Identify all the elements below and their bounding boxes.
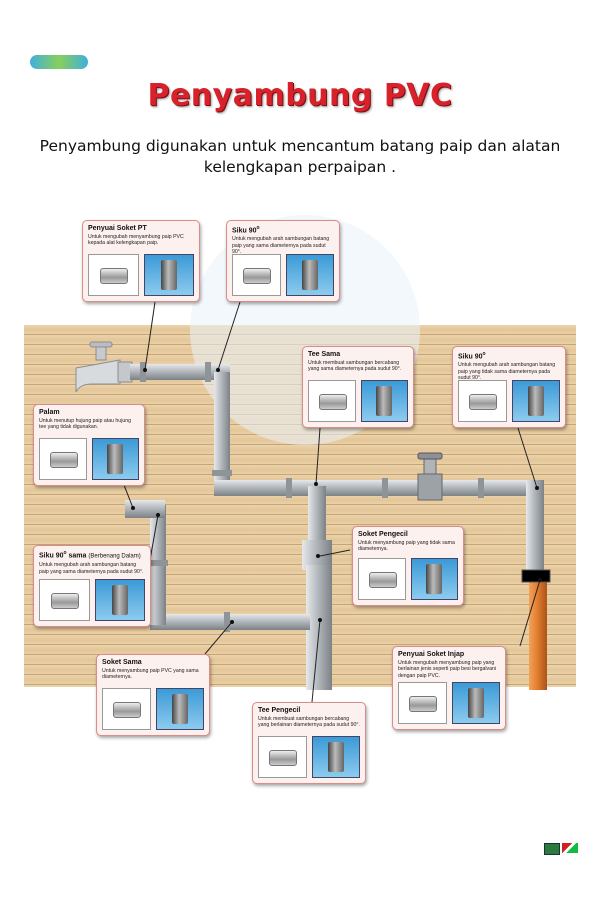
fitting-photo <box>88 254 139 296</box>
valve-icon <box>417 452 443 501</box>
joint-markers <box>131 368 542 624</box>
fitting-drawing <box>410 558 458 600</box>
card-title: Palam <box>39 409 60 416</box>
fitting-photo <box>458 380 507 422</box>
fitting-photo <box>398 682 447 724</box>
fitting-drawing <box>360 380 408 422</box>
card-siku-90-top: Siku 90o Untuk mengubah arah sambungan b… <box>226 220 340 302</box>
card-description: Untuk menutup hujung paip atau hujung te… <box>39 418 132 431</box>
fitting-photo <box>358 558 406 600</box>
card-description: Untuk menyambung paip yang tidak sama di… <box>358 540 455 553</box>
pipe-tee-down <box>308 486 326 546</box>
card-siku-90-right: Siku 90o Untuk mengubah arah sambungan b… <box>452 346 566 428</box>
pipe-joints <box>140 362 484 632</box>
fitting-drawing <box>143 254 194 296</box>
card-description: Untuk mengubah arah sambungan batang pai… <box>232 236 330 256</box>
faucet-icon <box>75 341 133 393</box>
pipe-orange <box>529 578 547 690</box>
card-title: Siku 90o <box>458 351 486 361</box>
card-title: Tee Pengecil <box>258 707 301 714</box>
card-title: Siku 90o <box>232 225 260 235</box>
fitting-photo <box>39 579 90 621</box>
fitting-photo <box>258 736 307 778</box>
card-description: Untuk mengubah arah sambungan batang pai… <box>458 362 556 382</box>
card-description: Untuk mengubah menyambung paip yang berl… <box>398 660 497 679</box>
leader-lines <box>114 301 541 703</box>
fitting-drawing <box>511 380 560 422</box>
card-penyuai-soket-injap: Penyuai Soket Injap Untuk mengubah menya… <box>392 646 506 730</box>
poster-subtitle: Penyambung digunakan untuk mencantum bat… <box>39 137 561 176</box>
card-palam: Palam Untuk menutup hujung paip atau huj… <box>33 404 145 486</box>
card-description: Untuk membuat sambungan bercabang yang s… <box>308 360 402 373</box>
fitting-drawing <box>91 438 139 480</box>
publisher-mark-icon <box>544 843 560 855</box>
card-description: Untuk mengubah menyambung paip PVC kepad… <box>88 234 184 247</box>
pipe-right-vertical <box>526 480 544 580</box>
card-soket-pengecil: Soket Pengecil Untuk menyambung paip yan… <box>352 526 464 606</box>
brand-swoosh-icon <box>562 843 578 853</box>
card-penyuai-soket-pt: Penyuai Soket PT Untuk mengubah menyambu… <box>82 220 200 302</box>
card-description: Untuk menyambung paip PVC yang sama diam… <box>102 668 199 681</box>
card-tee-sama: Tee Sama Untuk membuat sambungan bercaba… <box>302 346 414 428</box>
card-description: Untuk mengubah arah sambungan batang pai… <box>39 562 144 575</box>
card-title: Siku 90o sama (Berbenang Dalam) <box>39 550 141 560</box>
card-soket-sama: Soket Sama Untuk menyambung paip PVC yan… <box>96 654 210 736</box>
card-title: Tee Sama <box>308 351 341 358</box>
pipe-vertical-left <box>214 372 230 487</box>
card-description: Untuk membuat sambungan bercabang yang b… <box>258 716 360 729</box>
pipe-middle-horizontal <box>214 480 534 496</box>
fitting-photo <box>232 254 281 296</box>
card-title: Soket Pengecil <box>358 531 408 538</box>
card-title: Soket Sama <box>102 659 142 666</box>
fitting-drawing <box>155 688 204 730</box>
card-title: Penyuai Soket PT <box>88 225 147 232</box>
fitting-drawing <box>311 736 360 778</box>
card-tee-pengecil: Tee Pengecil Untuk membuat sambungan ber… <box>252 702 366 784</box>
publisher-logo <box>30 55 88 69</box>
fitting-photo <box>102 688 151 730</box>
plug-elbow <box>125 500 165 518</box>
poster-title: Penyambung PVC <box>147 78 453 113</box>
valve-adapter <box>521 569 551 583</box>
fitting-drawing <box>94 579 145 621</box>
card-siku-90-sama: Siku 90o sama (Berbenang Dalam) Untuk me… <box>33 545 151 627</box>
fitting-photo <box>39 438 87 480</box>
fitting-photo <box>308 380 356 422</box>
fitting-drawing <box>451 682 500 724</box>
card-title: Penyuai Soket Injap <box>398 651 465 658</box>
fitting-drawing <box>285 254 334 296</box>
